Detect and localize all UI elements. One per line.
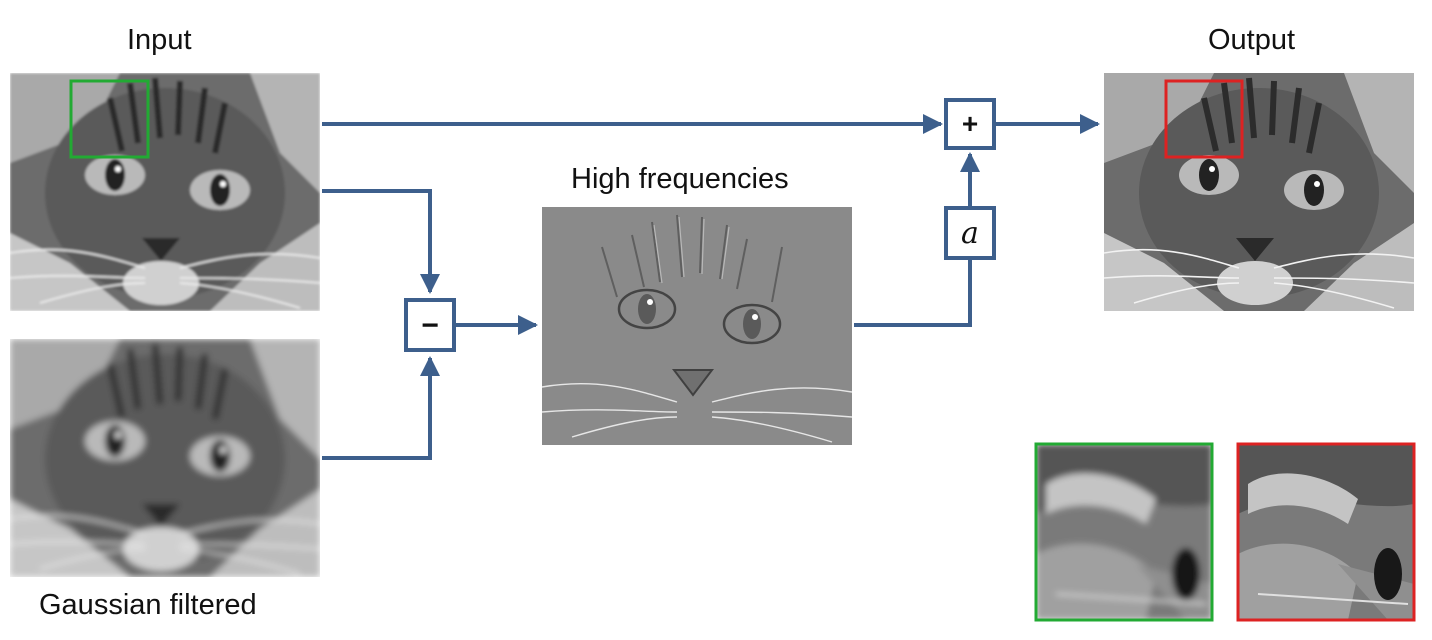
- input-crop-frame: [69, 79, 150, 159]
- arrow-input-to-minus: [322, 189, 440, 294]
- minus-operator: −: [404, 298, 456, 352]
- alpha-operator: a: [944, 206, 996, 260]
- output-crop-border: [1236, 442, 1416, 622]
- output-image: [1104, 73, 1414, 311]
- gaussian-filtered-label: Gaussian filtered: [39, 589, 257, 621]
- output-crop-frame: [1164, 79, 1244, 159]
- arrow-highfreq-to-alpha: [854, 260, 972, 327]
- high-frequencies-label: High frequencies: [571, 163, 789, 195]
- input-crop-image: [1036, 444, 1212, 620]
- arrow-gaussian-to-minus: [322, 356, 440, 460]
- gaussian-image: [10, 339, 320, 577]
- output-crop-image: [1238, 444, 1414, 620]
- input-label: Input: [127, 24, 192, 56]
- input-image: [10, 73, 320, 311]
- output-label: Output: [1208, 24, 1296, 56]
- connectors: [322, 114, 1100, 460]
- minus-symbol: −: [421, 309, 439, 342]
- high-frequencies-image: [542, 207, 852, 445]
- input-crop-border: [1034, 442, 1214, 622]
- plus-operator: +: [944, 98, 996, 150]
- plus-symbol: +: [962, 108, 978, 139]
- alpha-symbol: a: [961, 216, 979, 251]
